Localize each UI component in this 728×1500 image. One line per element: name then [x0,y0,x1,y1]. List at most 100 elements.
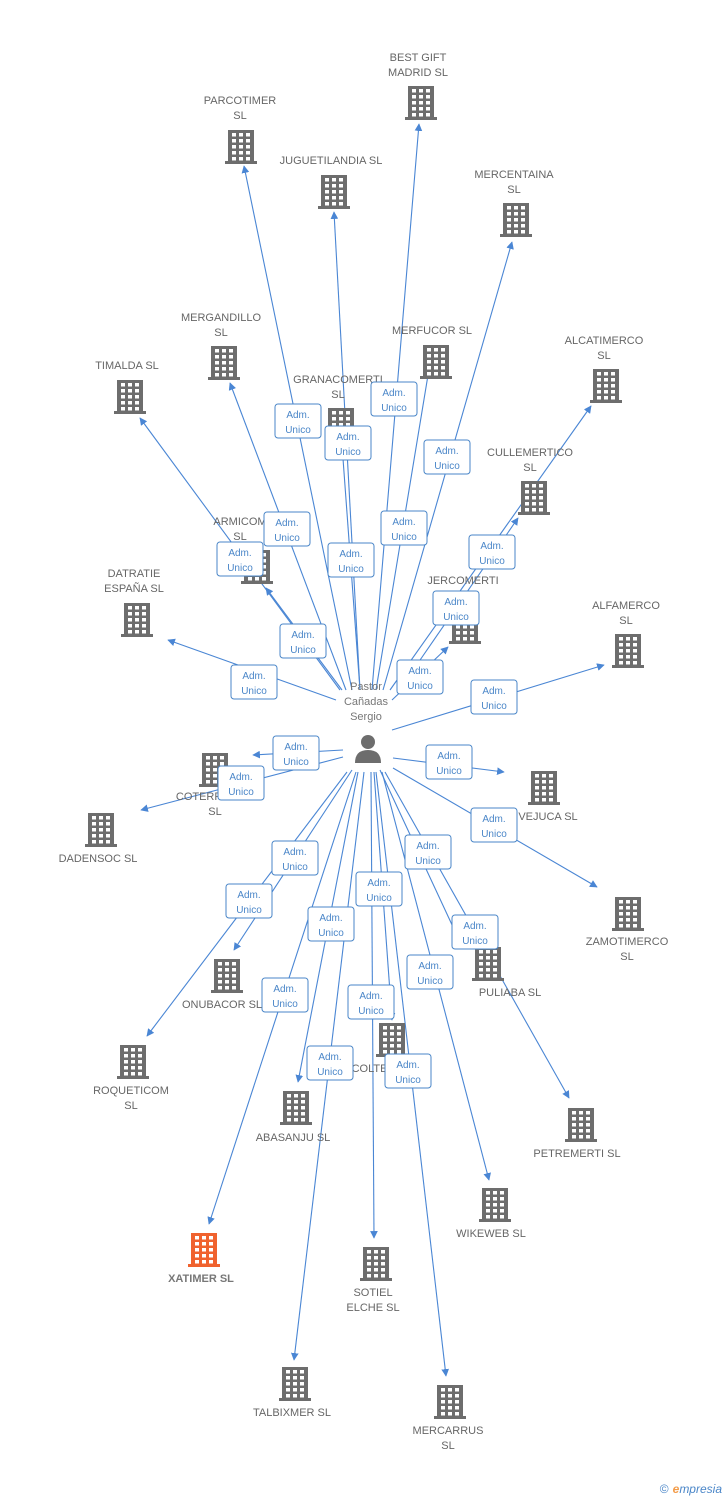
node-cullemertico[interactable]: CULLEMERTICO SL [487,447,573,515]
edge-label-text: Adm. [408,666,431,677]
copyright-symbol: © [659,1482,669,1496]
edge-label-text: Unico [381,403,407,414]
building-icon [479,1188,511,1222]
node-wikeweb[interactable]: WIKEWEB SL [456,1188,526,1240]
node-label: SL [523,462,536,474]
node-timalda[interactable]: TIMALDA SL [95,360,159,414]
building-icon [114,380,146,414]
edge-label-text: Unico [283,757,309,768]
edge-label-text: Unico [481,829,507,840]
edge-label-text: Unico [317,1067,343,1078]
edge-label-text: Unico [391,532,417,543]
edge-label-text: Adm. [242,671,265,682]
node-label: SOTIEL [353,1287,392,1299]
edge-label-text: Adm. [367,878,390,889]
building-icon [528,771,560,805]
edge-label-text: Adm. [382,388,405,399]
edge-label-text: Unico [272,999,298,1010]
node-petremerti[interactable]: PETREMERTI SL [533,1108,621,1160]
edge-label-mercentaina: Adm.Unico [423,439,471,475]
node-label: DADENSOC SL [59,853,138,865]
node-dadensoc[interactable]: DADENSOC SL [59,813,138,865]
person-icon [355,735,381,763]
building-icon [280,1091,312,1125]
node-label: TALBIXMER SL [253,1407,331,1419]
edge-label-text: Adm. [418,961,441,972]
node-label: ONUBACOR SL [182,999,262,1011]
edge-label-petremerti: Adm. Unico [451,914,499,950]
brand-name: mpresia [679,1482,722,1496]
node-puliaba[interactable]: PULIABA SL [472,947,541,999]
edge-label-cullemertico: Adm.Unico [432,590,480,626]
edge-label-text: Adm. [319,913,342,924]
edge-label-alfamerco: Adm.Unico [470,679,518,715]
node-label: ESPAÑA SL [104,582,164,595]
building-icon [211,959,243,993]
building-icon [225,130,257,164]
node-label: SL [331,389,344,401]
edge-label-text: Adm. [463,921,486,932]
node-label: SL [507,184,520,196]
edge-label-text: Unico [407,681,433,692]
node-label: XATIMER SL [168,1273,234,1285]
edge-label-datratie: Adm.Unico [230,664,278,700]
building-icon [188,1233,220,1267]
edge-label-text: Unico [228,787,254,798]
edge-label-jercomerti: Adm. Unico [396,659,444,695]
building-icon [612,897,644,931]
edge-label-vejuca: Adm.Unico [425,744,473,780]
node-talbixmer[interactable]: TALBIXMER SL [253,1367,331,1419]
node-label: CULLEMERTICO [487,447,573,459]
edge-label-text: Adm. [237,890,260,901]
node-xatimer[interactable]: XATIMER SL [168,1233,234,1285]
node-label: ARMICOM [213,516,266,528]
edge-label-text: Unico [318,928,344,939]
node-label: ALCATIMERCO [565,335,644,347]
node-label: SL [441,1440,454,1452]
edge-label-puliaba: Adm.Unico [404,834,452,870]
edge-label-timalda: Adm.Unico [216,541,264,577]
edge-label-text: Adm. [283,847,306,858]
node-label: MERGANDILLO [181,312,262,324]
node-juguetilandia[interactable]: JUGUETILANDIA SL [280,155,383,209]
node-label: ALFAMERCO [592,600,660,612]
node-label: SL [233,110,246,122]
edge-label-text: Unico [417,976,443,987]
node-onubacor[interactable]: ONUBACOR SL [182,959,262,1011]
node-label: SL [124,1100,137,1112]
edge-label-text: Unico [338,564,364,575]
node-label: PETREMERTI SL [533,1148,620,1160]
node-abasanju[interactable]: ABASANJU SL [256,1091,331,1144]
edge-label-text: Adm. [336,432,359,443]
node-vejuca[interactable]: VEJUCA SL [518,771,578,823]
center-label: Pastor [350,681,382,693]
edge-label-text: Unico [335,447,361,458]
building-icon [85,813,117,847]
edge-label-text: Adm. [482,814,505,825]
edge-label-text: Adm. [339,549,362,560]
node-label: MERFUCOR SL [392,325,472,337]
edge-label-text: Adm. [396,1060,419,1071]
edge-label-text: Unico [462,936,488,947]
node-label: PULIABA SL [479,987,541,999]
edge-label-text: Adm. [318,1052,341,1063]
edge-label-abasanju: Adm. Unico [307,906,355,942]
edge-label-merfucor: Adm.Unico [380,510,428,546]
edge-label-text: Unico [436,766,462,777]
node-merfucor[interactable]: MERFUCOR SL [392,325,472,379]
building-icon [208,346,240,380]
edge-label-text: Unico [227,563,253,574]
building-icon [279,1367,311,1401]
